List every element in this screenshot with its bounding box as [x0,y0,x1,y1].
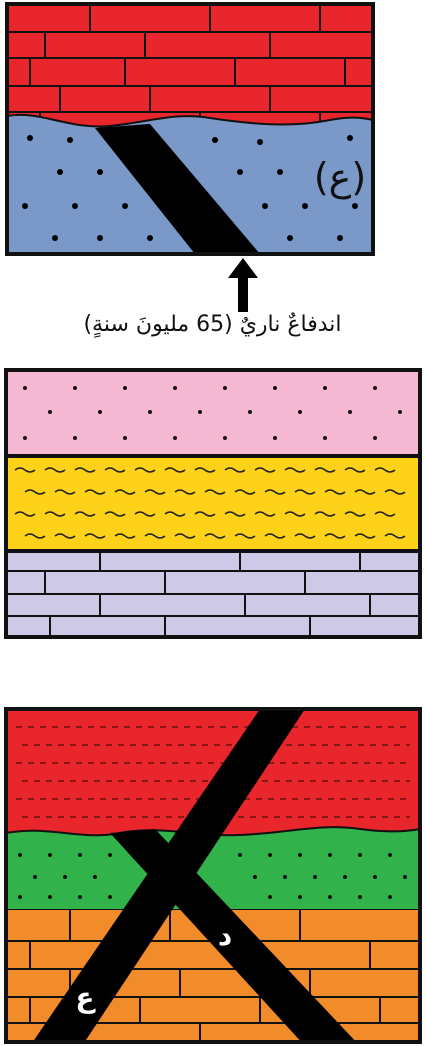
middle-section-svg [0,366,425,641]
top-cross-section: (ع) [0,0,425,260]
top-section-svg: (ع) [0,0,425,260]
arrow-icon [228,258,258,312]
middle-cross-section [0,366,425,641]
bottom-cross-section: ع د [0,705,425,1046]
red-brick-layer [7,4,373,134]
intrusion-caption: اندفاعٌ ناريٌ (65 مليونَ سنةٍ) [0,312,425,337]
bottom-section-svg: ع د [0,705,425,1046]
yellow-layer [6,456,420,551]
label-ain: (ع) [314,155,366,199]
pink-layer [6,370,420,456]
label-dal-bottom: د [218,919,232,952]
up-arrow [0,256,425,316]
label-ain-bottom: ع [75,981,96,1014]
